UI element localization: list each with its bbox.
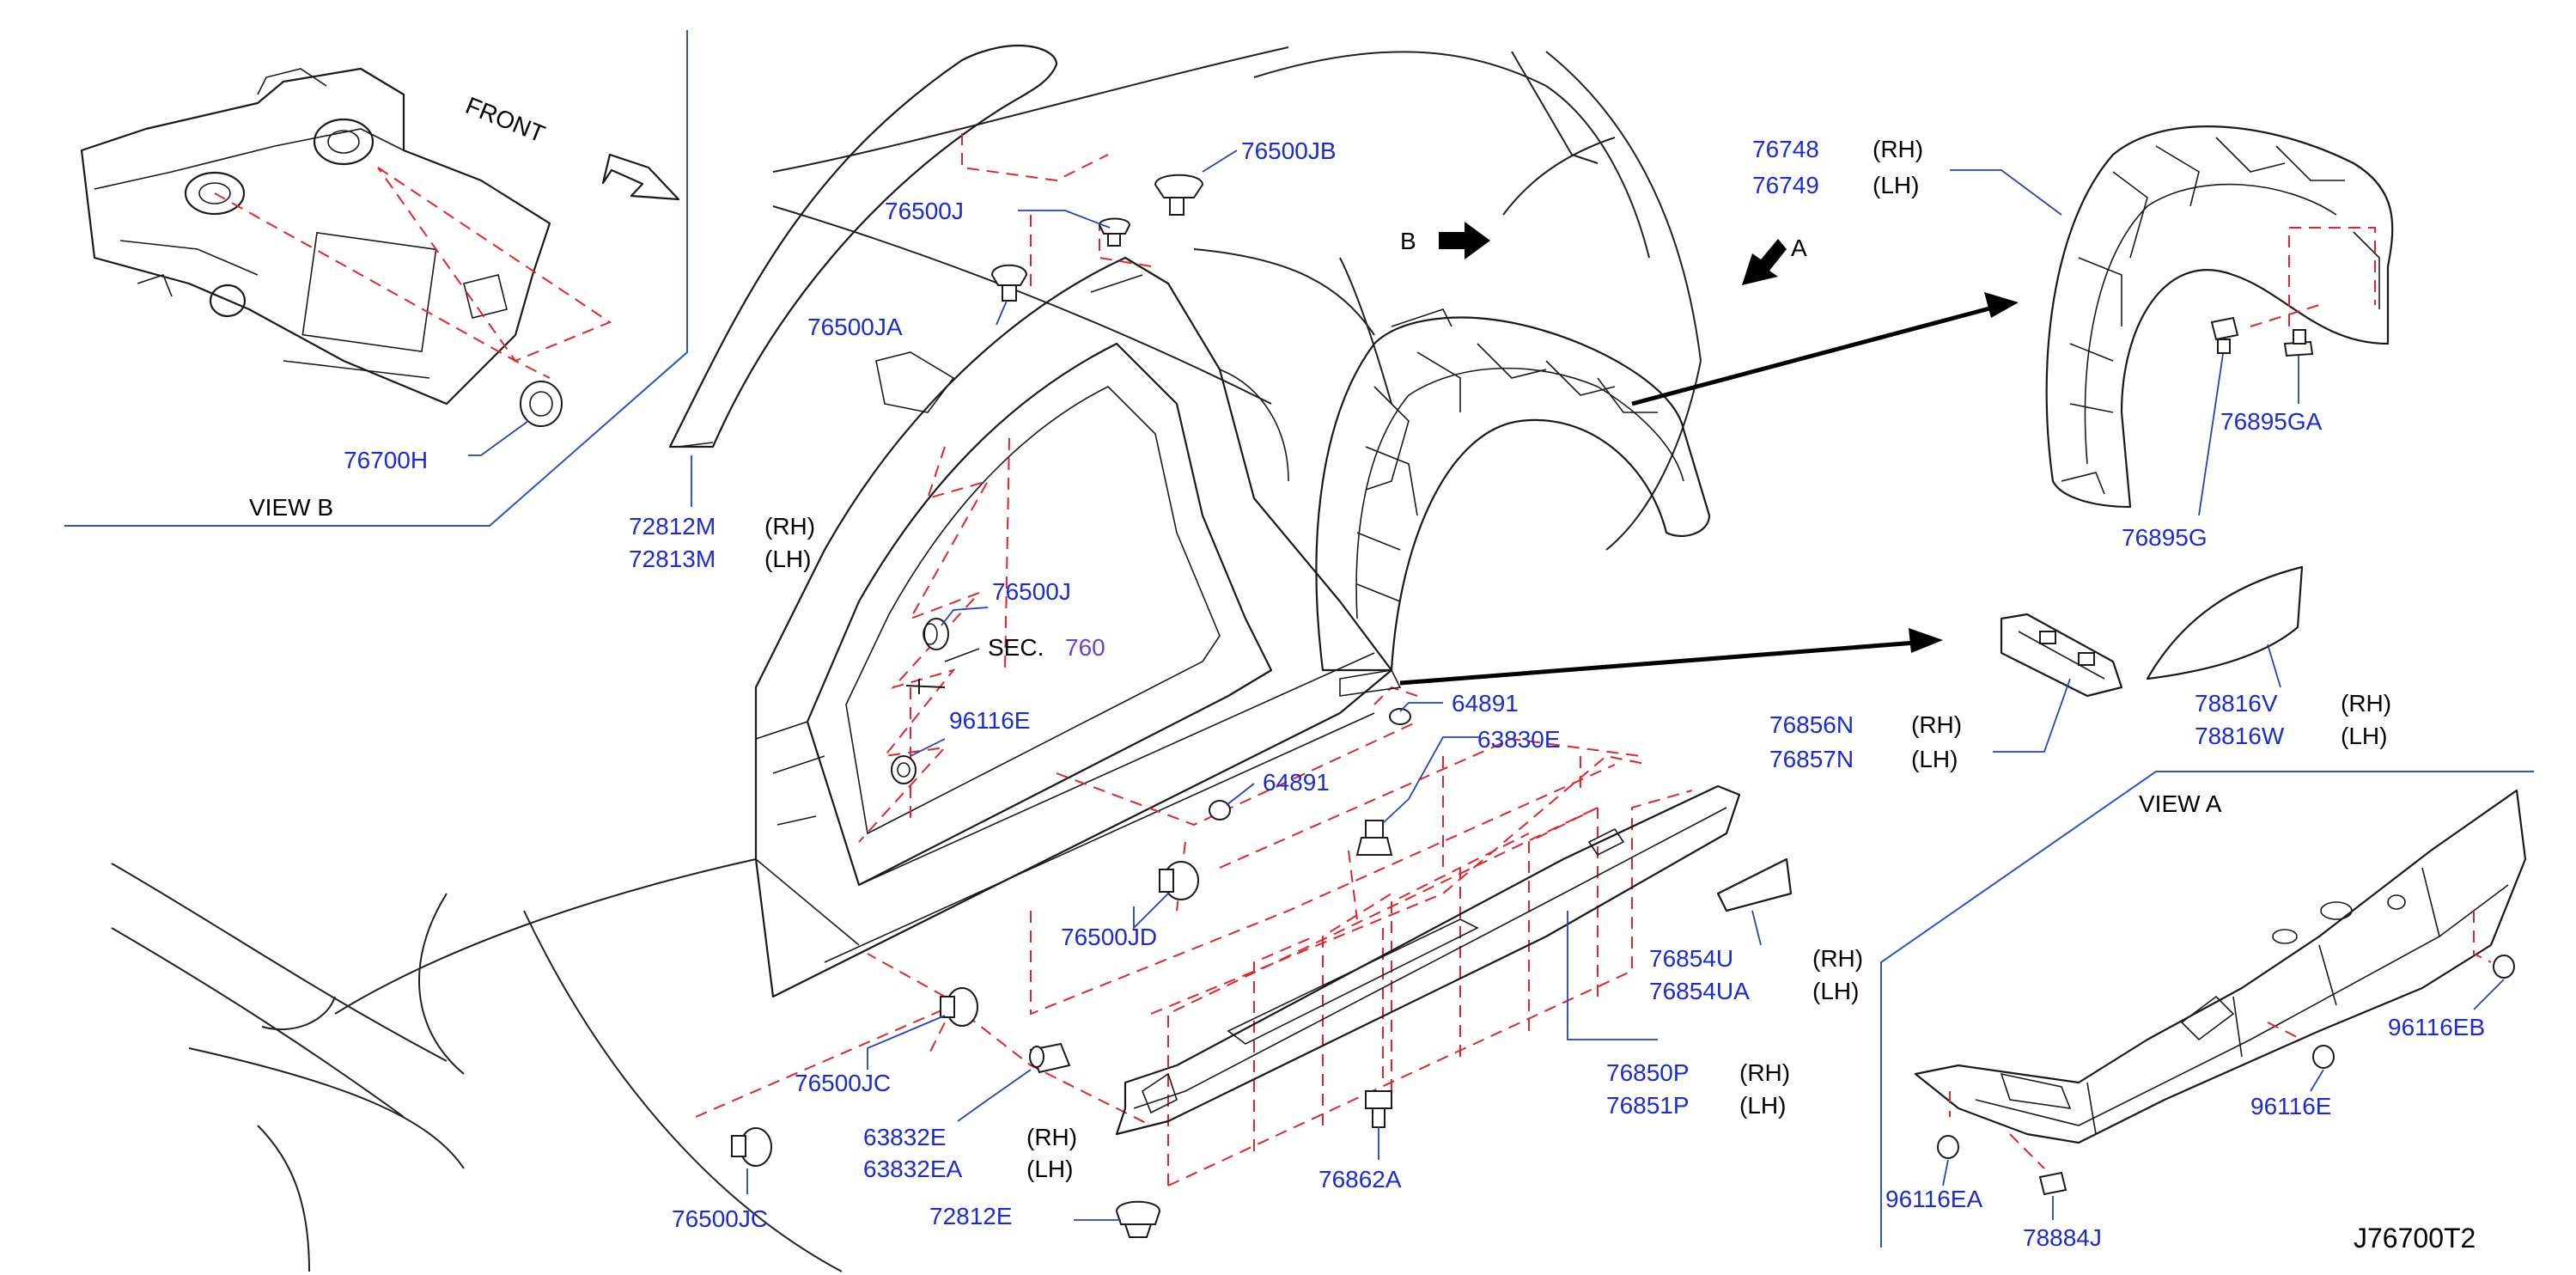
grommet-76700H bbox=[520, 381, 563, 427]
side-rh-76748: (RH) bbox=[1873, 136, 1923, 162]
part-label-76895G: 76895G bbox=[2122, 524, 2208, 551]
side-rh-76854U: (RH) bbox=[1812, 945, 1863, 972]
part-label-76857N: 76857N bbox=[1769, 746, 1854, 772]
side-lh-76854UA: (LH) bbox=[1812, 978, 1859, 1004]
clip-76500JB bbox=[1154, 174, 1204, 198]
part-label-78884J: 78884J bbox=[2023, 1224, 2102, 1251]
rear-panel-drawing bbox=[1914, 789, 2527, 1144]
side-lh-76857N: (LH) bbox=[1911, 746, 1958, 772]
part-label-96116E-a: 96116E bbox=[2250, 1093, 2331, 1119]
part-label-64891-b: 64891 bbox=[1263, 769, 1330, 796]
sec-number-760: 760 bbox=[1065, 634, 1105, 661]
clip-76500J-mid bbox=[923, 618, 949, 650]
view-b-frame bbox=[64, 30, 688, 527]
detail-arrows bbox=[1399, 222, 2019, 686]
part-label-96116EB: 96116EB bbox=[2388, 1014, 2485, 1040]
side-lh-63832EA: (LH) bbox=[1026, 1156, 1073, 1182]
wheel-house-detail bbox=[1950, 125, 2394, 516]
grommet-96116EB bbox=[2493, 955, 2515, 979]
part-label-76500JD: 76500JD bbox=[1061, 924, 1157, 950]
view-a-label: VIEW A bbox=[2139, 790, 2222, 817]
part-label-72812E: 72812E bbox=[929, 1203, 1013, 1229]
grommet-96116E-a bbox=[2312, 1045, 2335, 1069]
part-label-76500J-top: 76500J bbox=[885, 198, 964, 224]
part-label-76500J-mid: 76500J bbox=[992, 578, 1071, 605]
part-label-76500JC-a: 76500JC bbox=[795, 1070, 891, 1096]
part-label-63832EA: 63832EA bbox=[863, 1156, 963, 1182]
plug-64891-b bbox=[1209, 800, 1231, 821]
part-label-76854UA: 76854UA bbox=[1649, 978, 1750, 1004]
part-label-63832E: 63832E bbox=[863, 1124, 947, 1150]
part-label-76854U: 76854U bbox=[1649, 945, 1733, 972]
clip-76500J-top bbox=[1098, 217, 1131, 235]
part-label-96116E-mid: 96116E bbox=[949, 707, 1030, 734]
front-arrow-icon bbox=[601, 153, 680, 201]
clip-72812E bbox=[1124, 1223, 1153, 1238]
arrow-a-label: A bbox=[1791, 235, 1807, 261]
part-label-76856N: 76856N bbox=[1769, 711, 1854, 738]
side-rh-63832E: (RH) bbox=[1026, 1124, 1077, 1150]
clip-76895G bbox=[2210, 316, 2239, 341]
part-label-96116EA: 96116EA bbox=[1885, 1186, 1982, 1212]
part-label-76895GA: 76895GA bbox=[2220, 408, 2323, 435]
mud-guard-78816V bbox=[2146, 565, 2304, 680]
side-rh-76856N: (RH) bbox=[1911, 711, 1962, 738]
part-label-76862A: 76862A bbox=[1318, 1166, 1402, 1193]
side-rh-72812M: (RH) bbox=[764, 513, 815, 540]
view-b-inset: 76700H VIEW B FRONT bbox=[64, 30, 688, 527]
bolt-76862A bbox=[1365, 1090, 1392, 1109]
rear-wheel-house-main bbox=[1315, 308, 1711, 697]
part-label-78816W: 78816W bbox=[2195, 723, 2285, 749]
view-b-guide bbox=[377, 167, 612, 363]
side-rh-76850P: (RH) bbox=[1739, 1059, 1790, 1086]
arrow-b-icon bbox=[1439, 222, 1490, 259]
body-dashed-guides bbox=[695, 133, 1693, 1187]
view-b-guide-2 bbox=[214, 192, 551, 379]
sill-trim-76854U bbox=[1716, 857, 1793, 912]
clip-76500JA bbox=[990, 264, 1028, 286]
view-a-frame bbox=[1880, 771, 2534, 1248]
nut-63830E bbox=[1355, 837, 1393, 856]
part-label-72812M: 72812M bbox=[629, 513, 716, 540]
part-label-76500JC-b: 76500JC bbox=[672, 1205, 768, 1232]
part-label-72813M: 72813M bbox=[629, 546, 716, 572]
sec-760-bolt bbox=[905, 679, 946, 694]
side-sill-cover bbox=[1115, 784, 1793, 1136]
part-label-76851P: 76851P bbox=[1606, 1092, 1690, 1119]
arrow-b-label: B bbox=[1400, 228, 1416, 254]
side-body-panel bbox=[754, 256, 1393, 998]
bracket-detail bbox=[1993, 565, 2304, 753]
view-b-label: VIEW B bbox=[249, 494, 333, 521]
grommet-96116E-mid bbox=[891, 755, 917, 784]
clip-78884J bbox=[2038, 1171, 2067, 1196]
part-label-78816V: 78816V bbox=[2195, 690, 2278, 717]
side-lh-76851P: (LH) bbox=[1739, 1092, 1786, 1119]
part-label-63830E: 63830E bbox=[1477, 726, 1561, 753]
plug-64891-a bbox=[1389, 708, 1411, 725]
front-label: FRONT bbox=[462, 92, 549, 148]
side-lh-72813M: (LH) bbox=[764, 546, 811, 572]
view-a-inset: VIEW A bbox=[1880, 771, 2534, 1248]
view-b-panel-drawing bbox=[80, 67, 551, 406]
part-label-76850P: 76850P bbox=[1606, 1059, 1690, 1086]
a-pillar-garnish: 72812M (RH) 72813M (LH) bbox=[629, 44, 1058, 572]
body-leaders bbox=[746, 149, 1479, 1221]
part-label-76749: 76749 bbox=[1752, 172, 1819, 198]
part-label-76500JA: 76500JA bbox=[807, 314, 903, 340]
part-label-76748: 76748 bbox=[1752, 136, 1819, 162]
vehicle-body-outline bbox=[111, 46, 1702, 1272]
part-label-76500JB: 76500JB bbox=[1241, 137, 1337, 164]
body-fasteners bbox=[731, 174, 1411, 1238]
grommet-96116EA bbox=[1937, 1135, 1959, 1159]
diagram-code: J76700T2 bbox=[2354, 1223, 2476, 1254]
sec-label: SEC. bbox=[988, 634, 1044, 661]
side-rh-78816V: (RH) bbox=[2341, 690, 2391, 717]
side-lh-78816W: (LH) bbox=[2341, 723, 2387, 749]
arrow-a-icon bbox=[1742, 239, 1787, 285]
part-label-64891-a: 64891 bbox=[1452, 690, 1519, 717]
part-label-76700H: 76700H bbox=[344, 447, 428, 473]
side-lh-76749: (LH) bbox=[1873, 172, 1919, 198]
